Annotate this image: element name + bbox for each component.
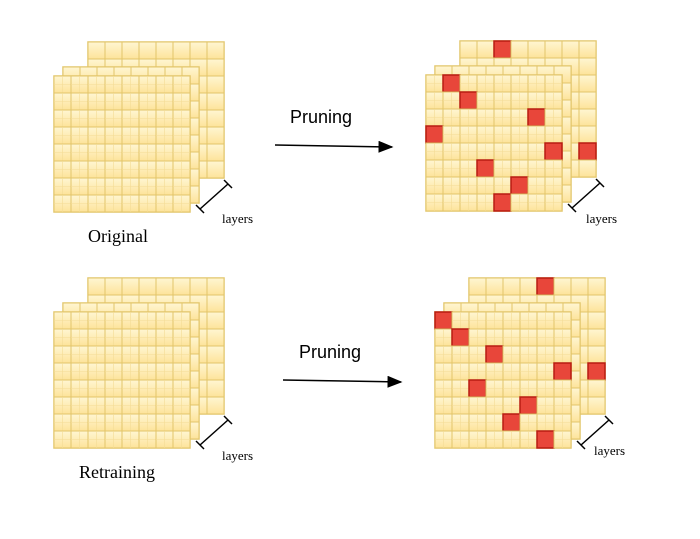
weight-cell xyxy=(206,92,225,111)
weight-cell xyxy=(189,41,208,60)
weight-cell xyxy=(121,277,140,296)
pruned-weight-cell xyxy=(434,311,453,330)
weight-cell xyxy=(206,328,225,347)
layers-bracket-icon xyxy=(195,179,233,214)
front-layer xyxy=(53,75,191,213)
weight-cell xyxy=(587,294,606,313)
weight-cell xyxy=(459,40,478,59)
weight-cell xyxy=(206,379,225,398)
weight-cell xyxy=(527,40,546,59)
weight-cell xyxy=(578,159,597,178)
layers-label: layers xyxy=(222,211,254,226)
weight-cell xyxy=(544,40,563,59)
front-layer xyxy=(53,311,191,449)
weight-cell xyxy=(206,109,225,128)
pruned-weight-cell xyxy=(536,430,555,449)
layers-bracket-icon xyxy=(576,415,614,450)
weight-cell xyxy=(87,41,106,60)
pruned-weight-cell xyxy=(451,328,470,347)
weight-cell xyxy=(578,57,597,76)
weight-cell xyxy=(519,277,538,296)
weight-cell xyxy=(121,41,140,60)
arrow-bottom xyxy=(282,375,403,388)
weight-cell xyxy=(206,362,225,381)
pruned-weight-cell xyxy=(476,159,495,178)
weight-cell xyxy=(138,41,157,60)
weight-cell xyxy=(172,277,191,296)
weight-cell xyxy=(587,345,606,364)
weight-cell xyxy=(485,277,504,296)
pruned-weight-cell xyxy=(587,362,606,381)
layer-stack-original xyxy=(53,41,233,214)
pruned-weight-cell xyxy=(527,108,546,127)
weight-cell xyxy=(155,277,174,296)
weight-cell xyxy=(570,277,589,296)
label-original: Original xyxy=(88,226,148,246)
weight-cell xyxy=(578,40,597,59)
front-layer xyxy=(434,311,572,449)
label-retraining: Retraining xyxy=(79,462,155,482)
front-layer xyxy=(425,74,563,212)
weight-cell xyxy=(587,328,606,347)
pruned-weight-cell xyxy=(442,74,461,93)
weight-cell xyxy=(206,160,225,179)
weight-cell xyxy=(476,40,495,59)
layer-stack-retraining xyxy=(53,277,233,450)
weight-cell xyxy=(578,91,597,110)
layers-bracket-icon xyxy=(195,415,233,450)
weight-cell xyxy=(206,143,225,162)
pruned-weight-cell xyxy=(468,379,487,398)
pruned-weight-cell xyxy=(493,193,512,212)
weight-cell xyxy=(587,379,606,398)
weight-cell xyxy=(587,396,606,415)
weight-cell xyxy=(561,40,580,59)
weight-cell xyxy=(578,108,597,127)
layer-stack-pruned-bottom xyxy=(434,277,614,450)
label-pruning-bottom: Pruning xyxy=(299,342,362,362)
pruned-weight-cell xyxy=(425,125,444,144)
weight-cell xyxy=(172,41,191,60)
layers-label: layers xyxy=(594,443,626,458)
pruned-weight-cell xyxy=(493,40,512,59)
weight-cell xyxy=(104,277,123,296)
layer-stack-pruned-top xyxy=(425,40,605,213)
layers-label: layers xyxy=(586,211,618,226)
weight-cell xyxy=(587,277,606,296)
weight-cell xyxy=(468,277,487,296)
weight-cell xyxy=(206,126,225,145)
weight-cell xyxy=(206,345,225,364)
weight-cell xyxy=(104,41,123,60)
weight-cell xyxy=(206,277,225,296)
weight-cell xyxy=(510,40,529,59)
weight-cell xyxy=(578,74,597,93)
weight-cell xyxy=(138,277,157,296)
pruned-weight-cell xyxy=(459,91,478,110)
arrow-top xyxy=(274,140,394,153)
weight-cell xyxy=(502,277,521,296)
weight-cell xyxy=(206,294,225,313)
pruned-weight-cell xyxy=(536,277,555,296)
weight-cell xyxy=(553,277,572,296)
layers-label: layers xyxy=(222,448,254,463)
weight-cell xyxy=(206,41,225,60)
weight-cell xyxy=(155,41,174,60)
weight-cell xyxy=(189,277,208,296)
weight-cell xyxy=(206,396,225,415)
weight-cell xyxy=(206,311,225,330)
weight-cell xyxy=(578,125,597,144)
pruned-weight-cell xyxy=(502,413,521,432)
label-pruning-top: Pruning xyxy=(290,107,353,127)
pruned-weight-cell xyxy=(510,176,529,195)
weight-cell xyxy=(587,311,606,330)
pruned-weight-cell xyxy=(544,142,563,161)
pruned-weight-cell xyxy=(578,142,597,161)
pruned-weight-cell xyxy=(519,396,538,415)
pruned-weight-cell xyxy=(485,345,504,364)
weight-cell xyxy=(206,75,225,94)
weight-cell xyxy=(87,277,106,296)
weight-cell xyxy=(206,58,225,77)
layers-bracket-icon xyxy=(567,178,605,213)
pruned-weight-cell xyxy=(553,362,572,381)
